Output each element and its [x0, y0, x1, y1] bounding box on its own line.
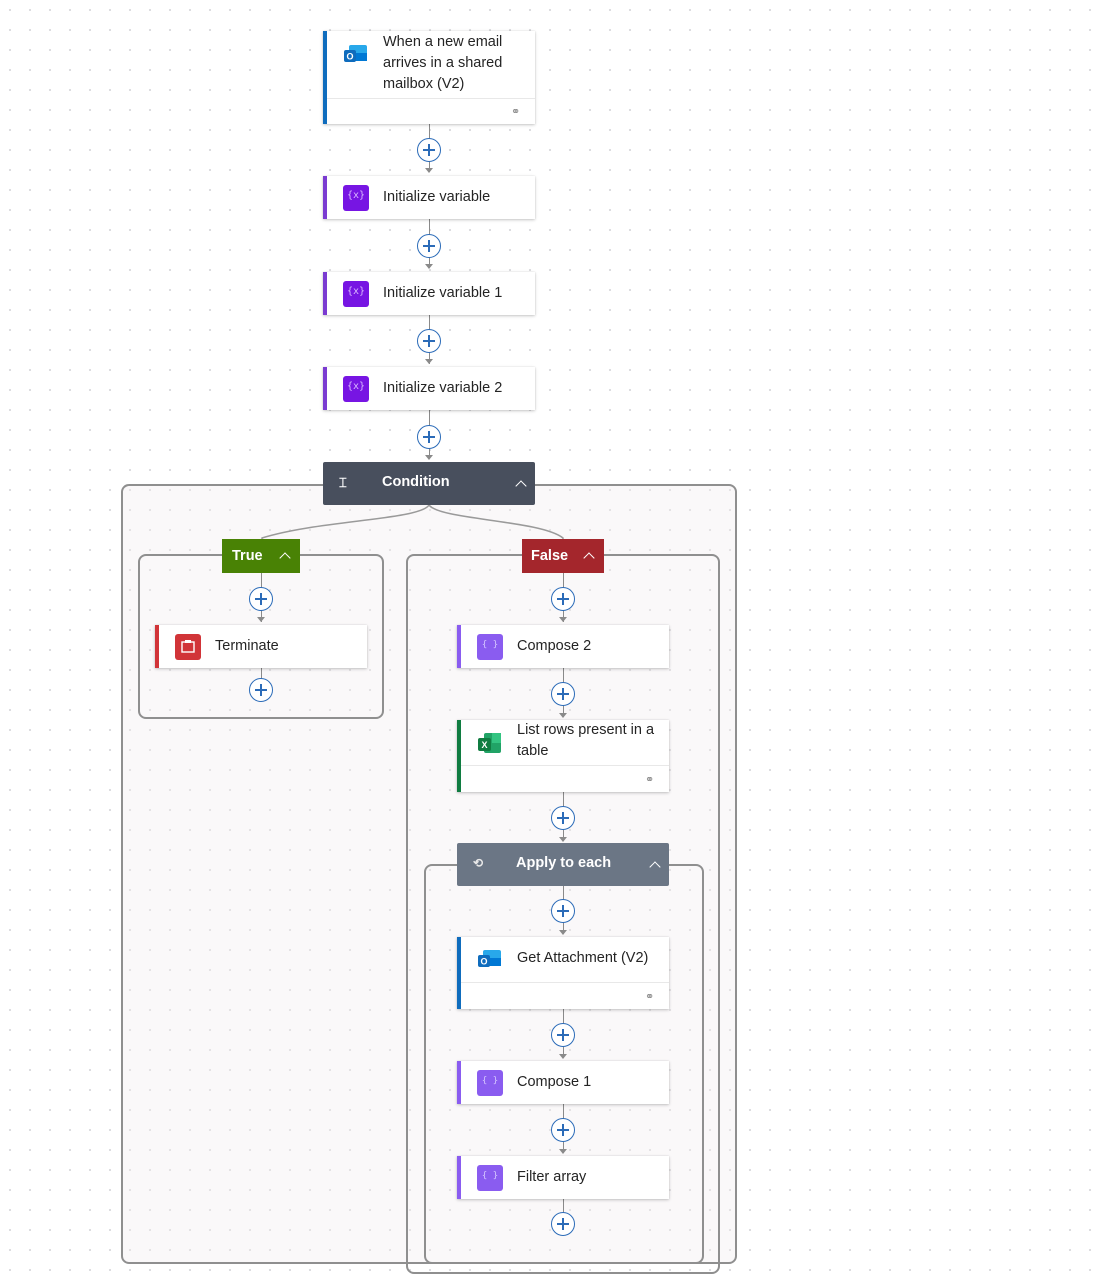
connector-arrow — [425, 455, 433, 460]
svg-text:O: O — [346, 52, 353, 62]
apply-to-each-header[interactable]: ⟲ Apply to each — [457, 843, 669, 886]
false-branch-label: False — [531, 548, 569, 564]
card-divider — [327, 98, 535, 99]
link-icon[interactable]: ⚭ — [511, 106, 521, 118]
add-step-button[interactable] — [417, 329, 441, 353]
get-attachment-label: Get Attachment (V2) — [517, 950, 649, 966]
connector-arrow — [559, 617, 567, 622]
filter-icon — [477, 1165, 503, 1191]
true-branch-header[interactable]: True — [222, 539, 300, 573]
trigger-card[interactable]: O When a new email arrives in a shared m… — [323, 31, 535, 124]
compose-icon — [477, 1070, 503, 1096]
trigger-label: When a new email arrives in a shared mai… — [383, 34, 503, 92]
connector-arrow — [559, 1149, 567, 1154]
add-step-button[interactable] — [551, 1023, 575, 1047]
link-icon[interactable]: ⚭ — [645, 774, 655, 786]
outlook-icon: O — [477, 946, 503, 972]
chevron-up-icon[interactable] — [583, 552, 595, 564]
init-variable-2-label: Initialize variable 2 — [383, 380, 503, 396]
compose-1-card[interactable]: Compose 1 — [457, 1061, 669, 1104]
false-branch-header[interactable]: False — [522, 539, 604, 573]
connector-arrow — [425, 168, 433, 173]
variable-icon — [343, 185, 369, 211]
excel-icon: X — [477, 730, 503, 756]
condition-label: Condition — [382, 474, 450, 490]
variable-icon — [343, 376, 369, 402]
add-step-button[interactable] — [249, 587, 273, 611]
connector-line — [261, 668, 262, 680]
init-variable-1-card[interactable]: Initialize variable 1 — [323, 272, 535, 315]
svg-text:X: X — [481, 740, 487, 750]
apply-to-each-label: Apply to each — [516, 855, 612, 871]
add-step-button[interactable] — [551, 1118, 575, 1142]
true-branch-label: True — [232, 548, 263, 564]
chevron-up-icon[interactable] — [279, 552, 291, 564]
init-variable-label: Initialize variable — [383, 189, 491, 205]
chevron-up-icon[interactable] — [515, 480, 527, 492]
branch-connectors — [261, 504, 564, 548]
card-divider — [461, 765, 669, 766]
svg-text:O: O — [480, 957, 487, 967]
list-rows-card[interactable]: X List rows present in a table ⚭ — [457, 720, 669, 792]
connector-arrow — [559, 1054, 567, 1059]
init-variable-2-card[interactable]: Initialize variable 2 — [323, 367, 535, 410]
terminate-label: Terminate — [215, 638, 279, 654]
loop-icon: ⟲ — [473, 856, 484, 870]
terminate-icon — [175, 634, 201, 660]
link-icon[interactable]: ⚭ — [645, 991, 655, 1003]
connector-arrow — [559, 930, 567, 935]
variable-icon — [343, 281, 369, 307]
chevron-up-icon[interactable] — [649, 861, 661, 873]
connector-arrow — [425, 264, 433, 269]
add-step-button[interactable] — [551, 899, 575, 923]
add-step-button[interactable] — [417, 234, 441, 258]
init-variable-card[interactable]: Initialize variable — [323, 176, 535, 219]
add-step-button[interactable] — [551, 1212, 575, 1236]
add-step-button[interactable] — [417, 425, 441, 449]
condition-header[interactable]: ⌶ Condition — [323, 462, 535, 505]
add-step-button[interactable] — [551, 806, 575, 830]
outlook-icon: O — [343, 41, 369, 67]
add-step-button[interactable] — [249, 678, 273, 702]
card-divider — [461, 982, 669, 983]
compose-2-label: Compose 2 — [517, 638, 592, 654]
compose-1-label: Compose 1 — [517, 1074, 592, 1090]
add-step-button[interactable] — [551, 682, 575, 706]
compose-icon — [477, 634, 503, 660]
connector-arrow — [257, 617, 265, 622]
condition-icon: ⌶ — [339, 475, 347, 490]
filter-array-card[interactable]: Filter array — [457, 1156, 669, 1199]
compose-2-card[interactable]: Compose 2 — [457, 625, 669, 668]
filter-array-label: Filter array — [517, 1169, 587, 1185]
init-variable-1-label: Initialize variable 1 — [383, 285, 503, 301]
get-attachment-card[interactable]: O Get Attachment (V2) ⚭ — [457, 937, 669, 1009]
connector-arrow — [559, 837, 567, 842]
add-step-button[interactable] — [417, 138, 441, 162]
connector-arrow — [559, 713, 567, 718]
terminate-card[interactable]: Terminate — [155, 625, 367, 668]
connector-arrow — [425, 359, 433, 364]
list-rows-label: List rows present in a table — [517, 722, 655, 759]
add-step-button[interactable] — [551, 587, 575, 611]
